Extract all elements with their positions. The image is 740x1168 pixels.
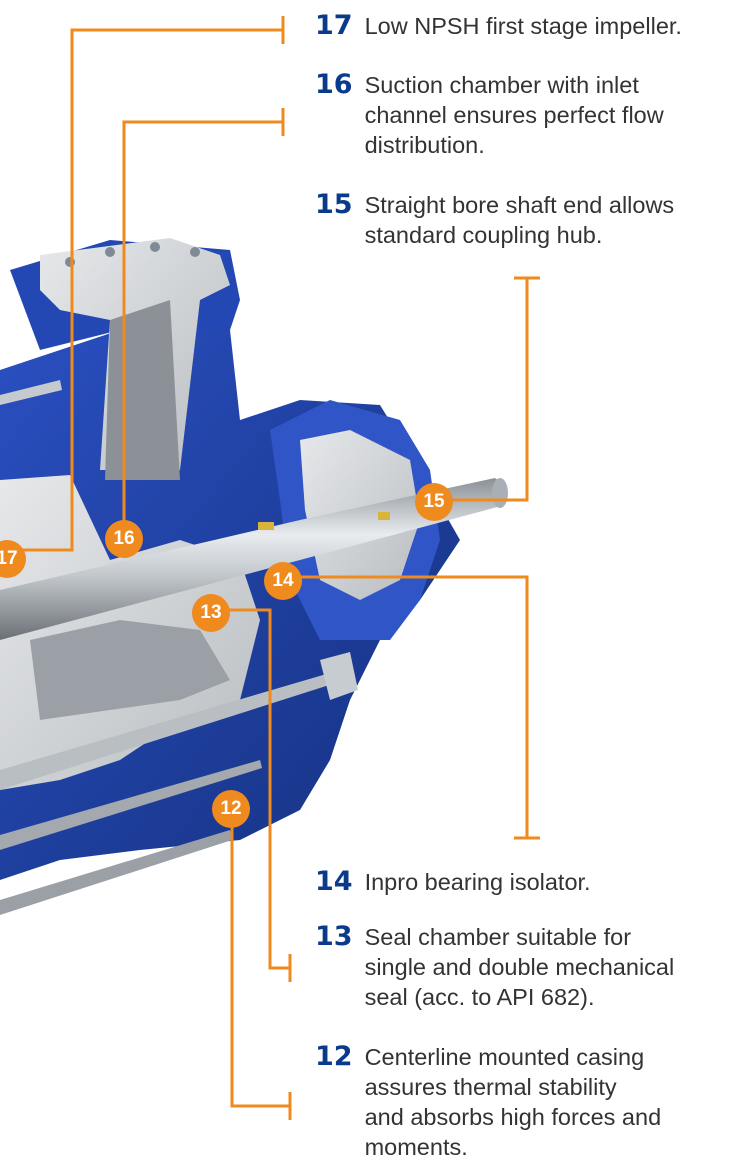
callout-number: 14	[315, 866, 353, 897]
badge-15: 15	[415, 483, 453, 521]
callout-number: 15	[315, 189, 353, 220]
callout-17: 17 Low NPSH first stage impeller.	[315, 11, 682, 41]
suction-channel	[105, 300, 180, 480]
callout-number: 13	[315, 921, 353, 952]
callout-text: Low NPSH first stage impeller.	[364, 13, 682, 39]
leader-line-14	[296, 575, 529, 838]
callout-text: Suction chamber with inlet channel ensur…	[364, 72, 664, 158]
callout-13: 13 Seal chamber suitable for single and …	[315, 922, 674, 1012]
flange-bolt-hole	[190, 247, 200, 257]
callout-text: Straight bore shaft end allows standard …	[364, 192, 675, 248]
leader-line-16	[122, 120, 283, 530]
badge-14: 14	[264, 562, 302, 600]
leader-line-17	[14, 28, 283, 552]
badge-16: 16	[105, 520, 143, 558]
callout-text: Centerline mounted casing assures therma…	[364, 1044, 662, 1160]
callout-15: 15 Straight bore shaft end allows standa…	[315, 190, 674, 250]
tie-rod	[0, 670, 345, 790]
leader-line-15	[450, 278, 529, 502]
shaft-end	[492, 478, 508, 508]
callout-text: Inpro bearing isolator.	[364, 869, 591, 895]
tie-rod	[0, 830, 232, 915]
callout-number: 12	[315, 1041, 353, 1072]
callout-number: 16	[315, 69, 353, 100]
volute-cavity	[30, 620, 230, 720]
badge-12: 12	[212, 790, 250, 828]
seal-detail	[258, 522, 274, 530]
callout-12: 12 Centerline mounted casing assures the…	[315, 1042, 661, 1162]
callout-16: 16 Suction chamber with inlet channel en…	[315, 70, 664, 160]
leader-line-12	[230, 810, 290, 1108]
callout-14: 14 Inpro bearing isolator.	[315, 867, 591, 897]
seal-detail	[378, 512, 390, 520]
flange-bolt-hole	[150, 242, 160, 252]
rod-nut	[320, 652, 358, 700]
tie-rod	[0, 380, 62, 405]
leader-line-13	[218, 608, 290, 970]
flange-bolt-hole	[105, 247, 115, 257]
callout-text: Seal chamber suitable for single and dou…	[364, 924, 675, 1010]
badge-13: 13	[192, 594, 230, 632]
tie-rod	[0, 760, 262, 850]
callout-number: 17	[315, 10, 353, 41]
